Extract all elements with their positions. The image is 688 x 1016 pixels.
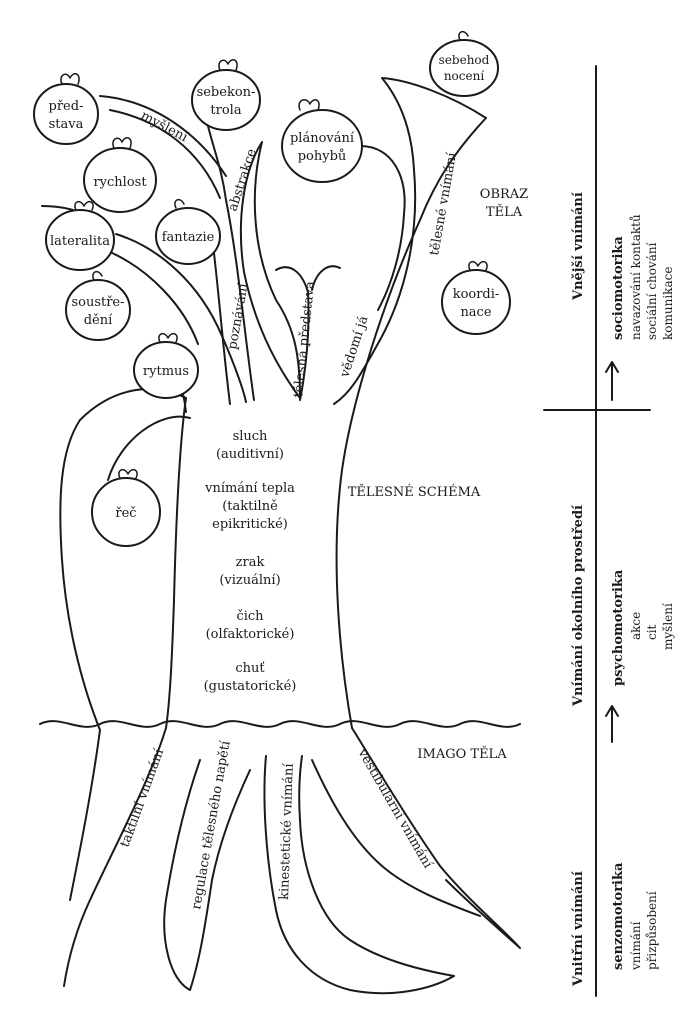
sense-sluch-detail: (auditivní): [216, 447, 284, 462]
side-heading-vnejsi: Vnější vnímání: [571, 192, 586, 301]
apple-predstava: před- stava: [34, 74, 98, 144]
label-telesna-predstava: tělesná představa: [291, 280, 318, 398]
region-imago-tela: IMAGO TĚLA: [417, 746, 507, 762]
root-label-kinesteticke: kinestetické vnímání: [277, 762, 297, 900]
apple-koordinace-line1: koordi-: [453, 287, 500, 302]
region-obraz-line2: TĚLA: [486, 204, 523, 220]
apple-sebekontrola: sebekon- trola: [192, 60, 260, 130]
side-item-mysleni: myšlení: [661, 603, 675, 650]
apple-planovani-pohybu: plánování pohybů: [282, 100, 362, 182]
side-panel: Vnější vnímání sociomotorika navazování …: [544, 66, 675, 996]
trunk-left-edge: [166, 398, 186, 728]
side-item-navazovani: navazování kontaktů: [628, 214, 643, 340]
label-vedomi-ja: vědomí já: [337, 314, 371, 380]
sense-teplo: vnímání tepla: [204, 481, 295, 496]
apple-soustredeni-line2: dění: [84, 313, 113, 328]
sense-teplo-detail1: (taktilně: [222, 499, 278, 514]
side-item-akce: akce: [629, 612, 643, 640]
sense-teplo-detail2: epikritické): [212, 517, 288, 532]
apple-koordinace: koordi- nace: [442, 262, 510, 334]
side-heading-okoli: Vnímání okolního prostředí: [571, 505, 586, 707]
apple-predstava-line1: před-: [49, 99, 84, 114]
sense-chut-detail: (gustatorické): [204, 679, 297, 694]
sense-cich: čich: [236, 609, 264, 624]
sense-zrak-detail: (vizuální): [219, 573, 280, 588]
root-label-taktilni: taktilní vnímání: [118, 746, 168, 849]
apple-koordinace-line2: nace: [460, 305, 491, 320]
sense-sluch: sluch: [233, 429, 268, 444]
apple-rytmus-label: rytmus: [143, 364, 189, 379]
apple-rychlost-label: rychlost: [93, 175, 147, 190]
sense-chut: chuť: [235, 661, 265, 676]
root-labels: taktilní vnímání regulace tělesného napě…: [118, 739, 436, 911]
sense-zrak: zrak: [236, 555, 265, 570]
apple-fantazie-label: fantazie: [162, 230, 215, 245]
root-label-vestibularni: vestibulární vnímání: [354, 746, 435, 872]
apple-lateralita-label: lateralita: [50, 234, 110, 249]
side-item-komunikace: komunikace: [661, 267, 675, 340]
side-title-psychomotorika: psychomotorika: [611, 569, 626, 686]
apple-sebekontrola-line2: trola: [210, 103, 241, 118]
apple-lateralita: lateralita: [46, 202, 114, 270]
side-item-cit: cit: [645, 624, 659, 640]
senses-list: sluch (auditivní) vnímání tepla (taktiln…: [204, 429, 297, 694]
apple-sebehodnoceni-line1: sebehod: [439, 53, 490, 67]
apple-rec: řeč: [92, 470, 160, 546]
region-obraz-line1: OBRAZ: [480, 187, 528, 202]
region-labels: OBRAZ TĚLA TĚLESNÉ SCHÉMA IMAGO TĚLA: [348, 187, 529, 762]
label-mysleni: myšlení: [138, 108, 191, 145]
arrow-lower: [606, 706, 618, 742]
side-title-senzomotorika: senzomotorika: [611, 862, 626, 970]
apple-sebehodnoceni-line2: nocení: [444, 69, 485, 83]
apple-sebekontrola-line1: sebekon-: [197, 85, 256, 100]
trunk-right-edge: [337, 118, 486, 728]
label-poznavani: poznávání: [225, 282, 252, 351]
side-heading-vnitrni: Vnitřní vnímání: [571, 871, 586, 987]
apple-planovani-line1: plánování: [290, 131, 355, 146]
side-item-socialni: sociální chování: [645, 242, 659, 340]
sense-cich-detail: (olfaktorické): [206, 627, 295, 642]
apple-rec-label: řeč: [115, 506, 136, 521]
side-title-sociomotorika: sociomotorika: [611, 236, 626, 340]
apple-predstava-line2: stava: [49, 117, 84, 132]
upper-connect: [360, 146, 405, 310]
apple-rytmus: rytmus: [134, 334, 198, 398]
apple-soustredeni: soustře- dění: [66, 272, 130, 340]
apple-fantazie: fantazie: [156, 200, 220, 264]
label-telesne-vnimani: tělesné vnímání: [427, 151, 460, 257]
region-telesne-schema: TĚLESNÉ SCHÉMA: [348, 484, 481, 500]
apple-rychlost: rychlost: [84, 138, 156, 212]
ground-line: [40, 721, 520, 727]
side-item-vnimani: vnímání: [629, 921, 643, 971]
apple-sebehodnoceni: sebehod nocení: [430, 32, 498, 96]
arrow-upper: [606, 362, 618, 400]
apple-soustredeni-line1: soustře-: [71, 295, 124, 310]
side-item-prizpusobeni: přizpůsobení: [644, 891, 659, 970]
apple-planovani-line2: pohybů: [298, 148, 347, 164]
